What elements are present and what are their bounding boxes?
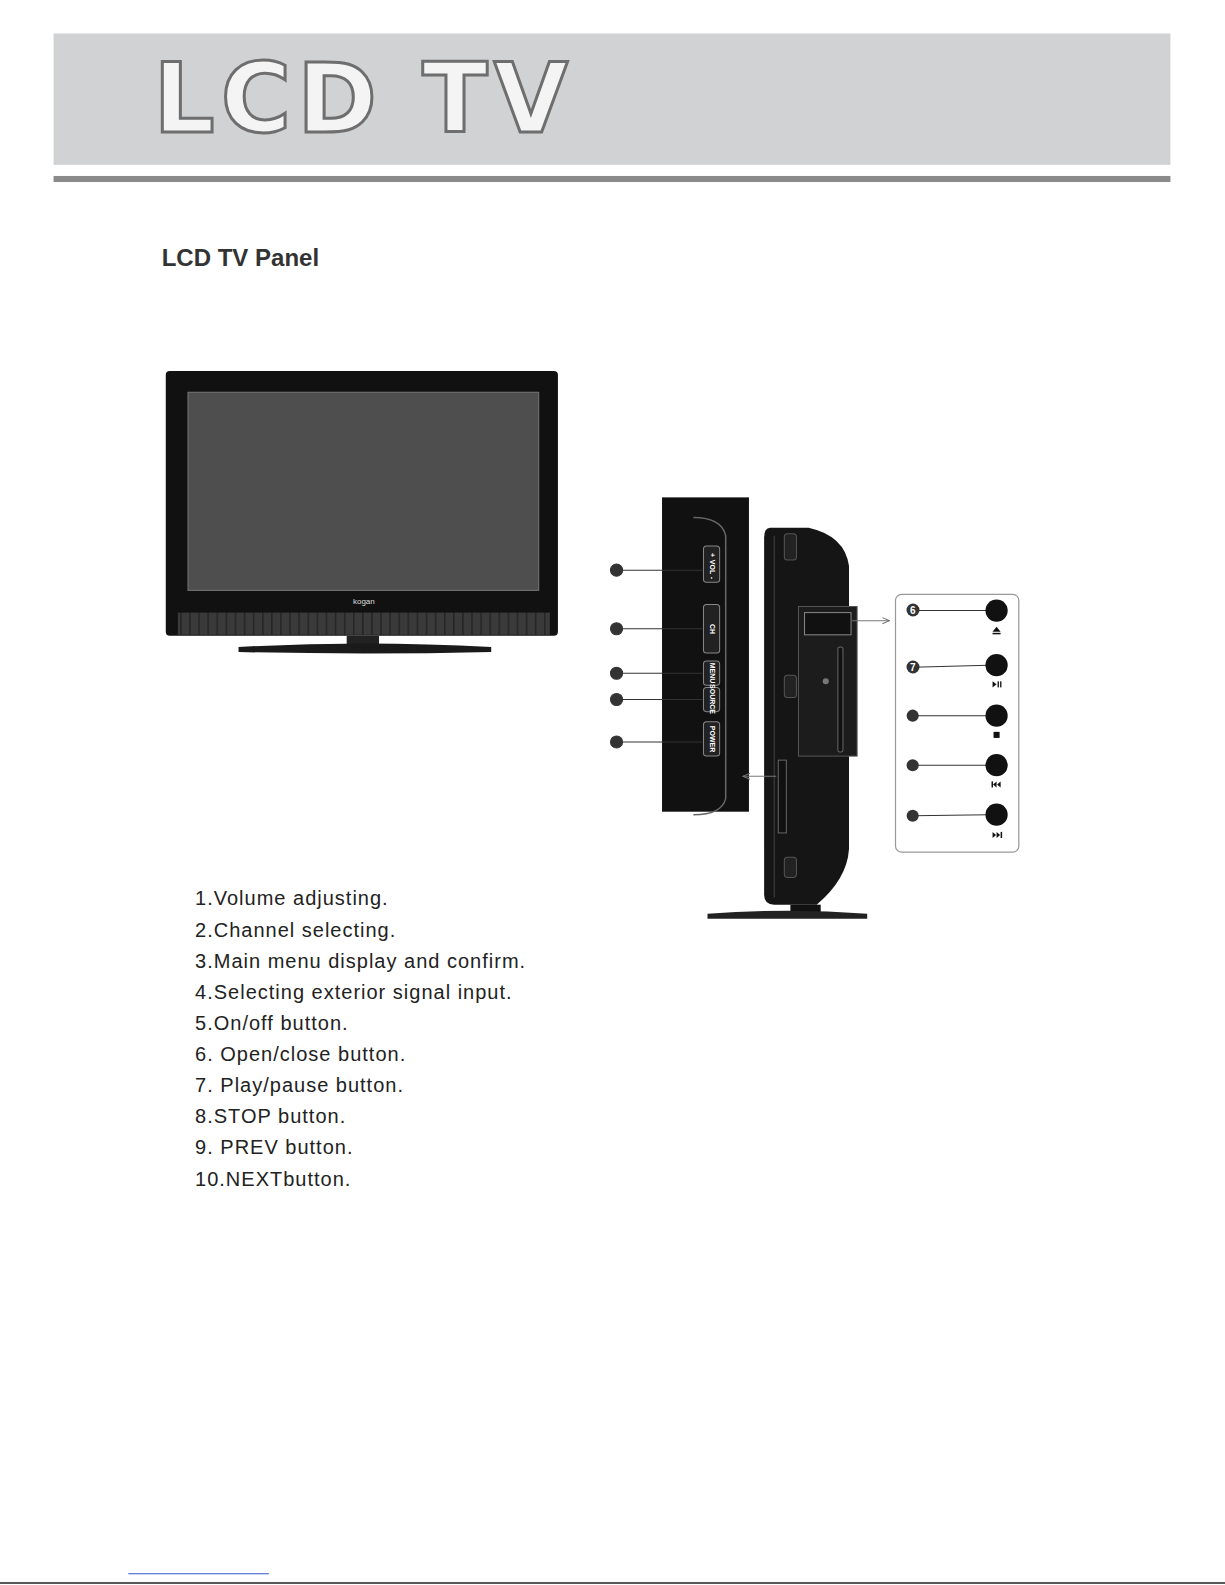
legend-item: 1.Volume adjusting. [195,888,389,908]
legend-item: 4.Selecting exterior signal input. [195,982,513,1002]
dvd-callout [896,594,1019,852]
section-title: LCD TV Panel [162,246,319,270]
button-label: + [708,553,715,557]
legend-item: 6. Open/close button. [195,1044,406,1064]
header-band [54,33,1171,164]
button-label: POWER [708,726,715,752]
header-band: LCD TV [54,33,1171,164]
button-panel [662,497,749,814]
legend-item: 3.Main menu display and confirm. [195,951,526,971]
button-label: CH [708,624,715,634]
callout-number: 6 [906,604,919,617]
tv-side [708,528,890,919]
brand-logo: kogan [353,598,375,606]
legend-item: 2.Channel selecting. [195,920,396,940]
legend-item: 5.On/off button. [195,1013,349,1033]
callout-number: 7 [906,661,919,674]
tv-front [166,371,558,653]
header-rule [54,176,1171,182]
button-label: - [708,577,715,579]
legend-item: 10.NEXTbutton. [195,1169,351,1189]
button-label: MENU [708,663,715,684]
button-label: SOURCE [708,684,715,714]
footer-rule [0,1582,1225,1584]
legend-item: 7. Play/pause button. [195,1075,404,1095]
header-title: LCD TV [154,51,575,147]
callout-leaders [610,564,702,748]
button-label: VOL [708,560,715,574]
footer-link-rule [128,1573,268,1574]
legend-item: 8.STOP button. [195,1106,346,1126]
legend-item: 9. PREV button. [195,1137,353,1157]
